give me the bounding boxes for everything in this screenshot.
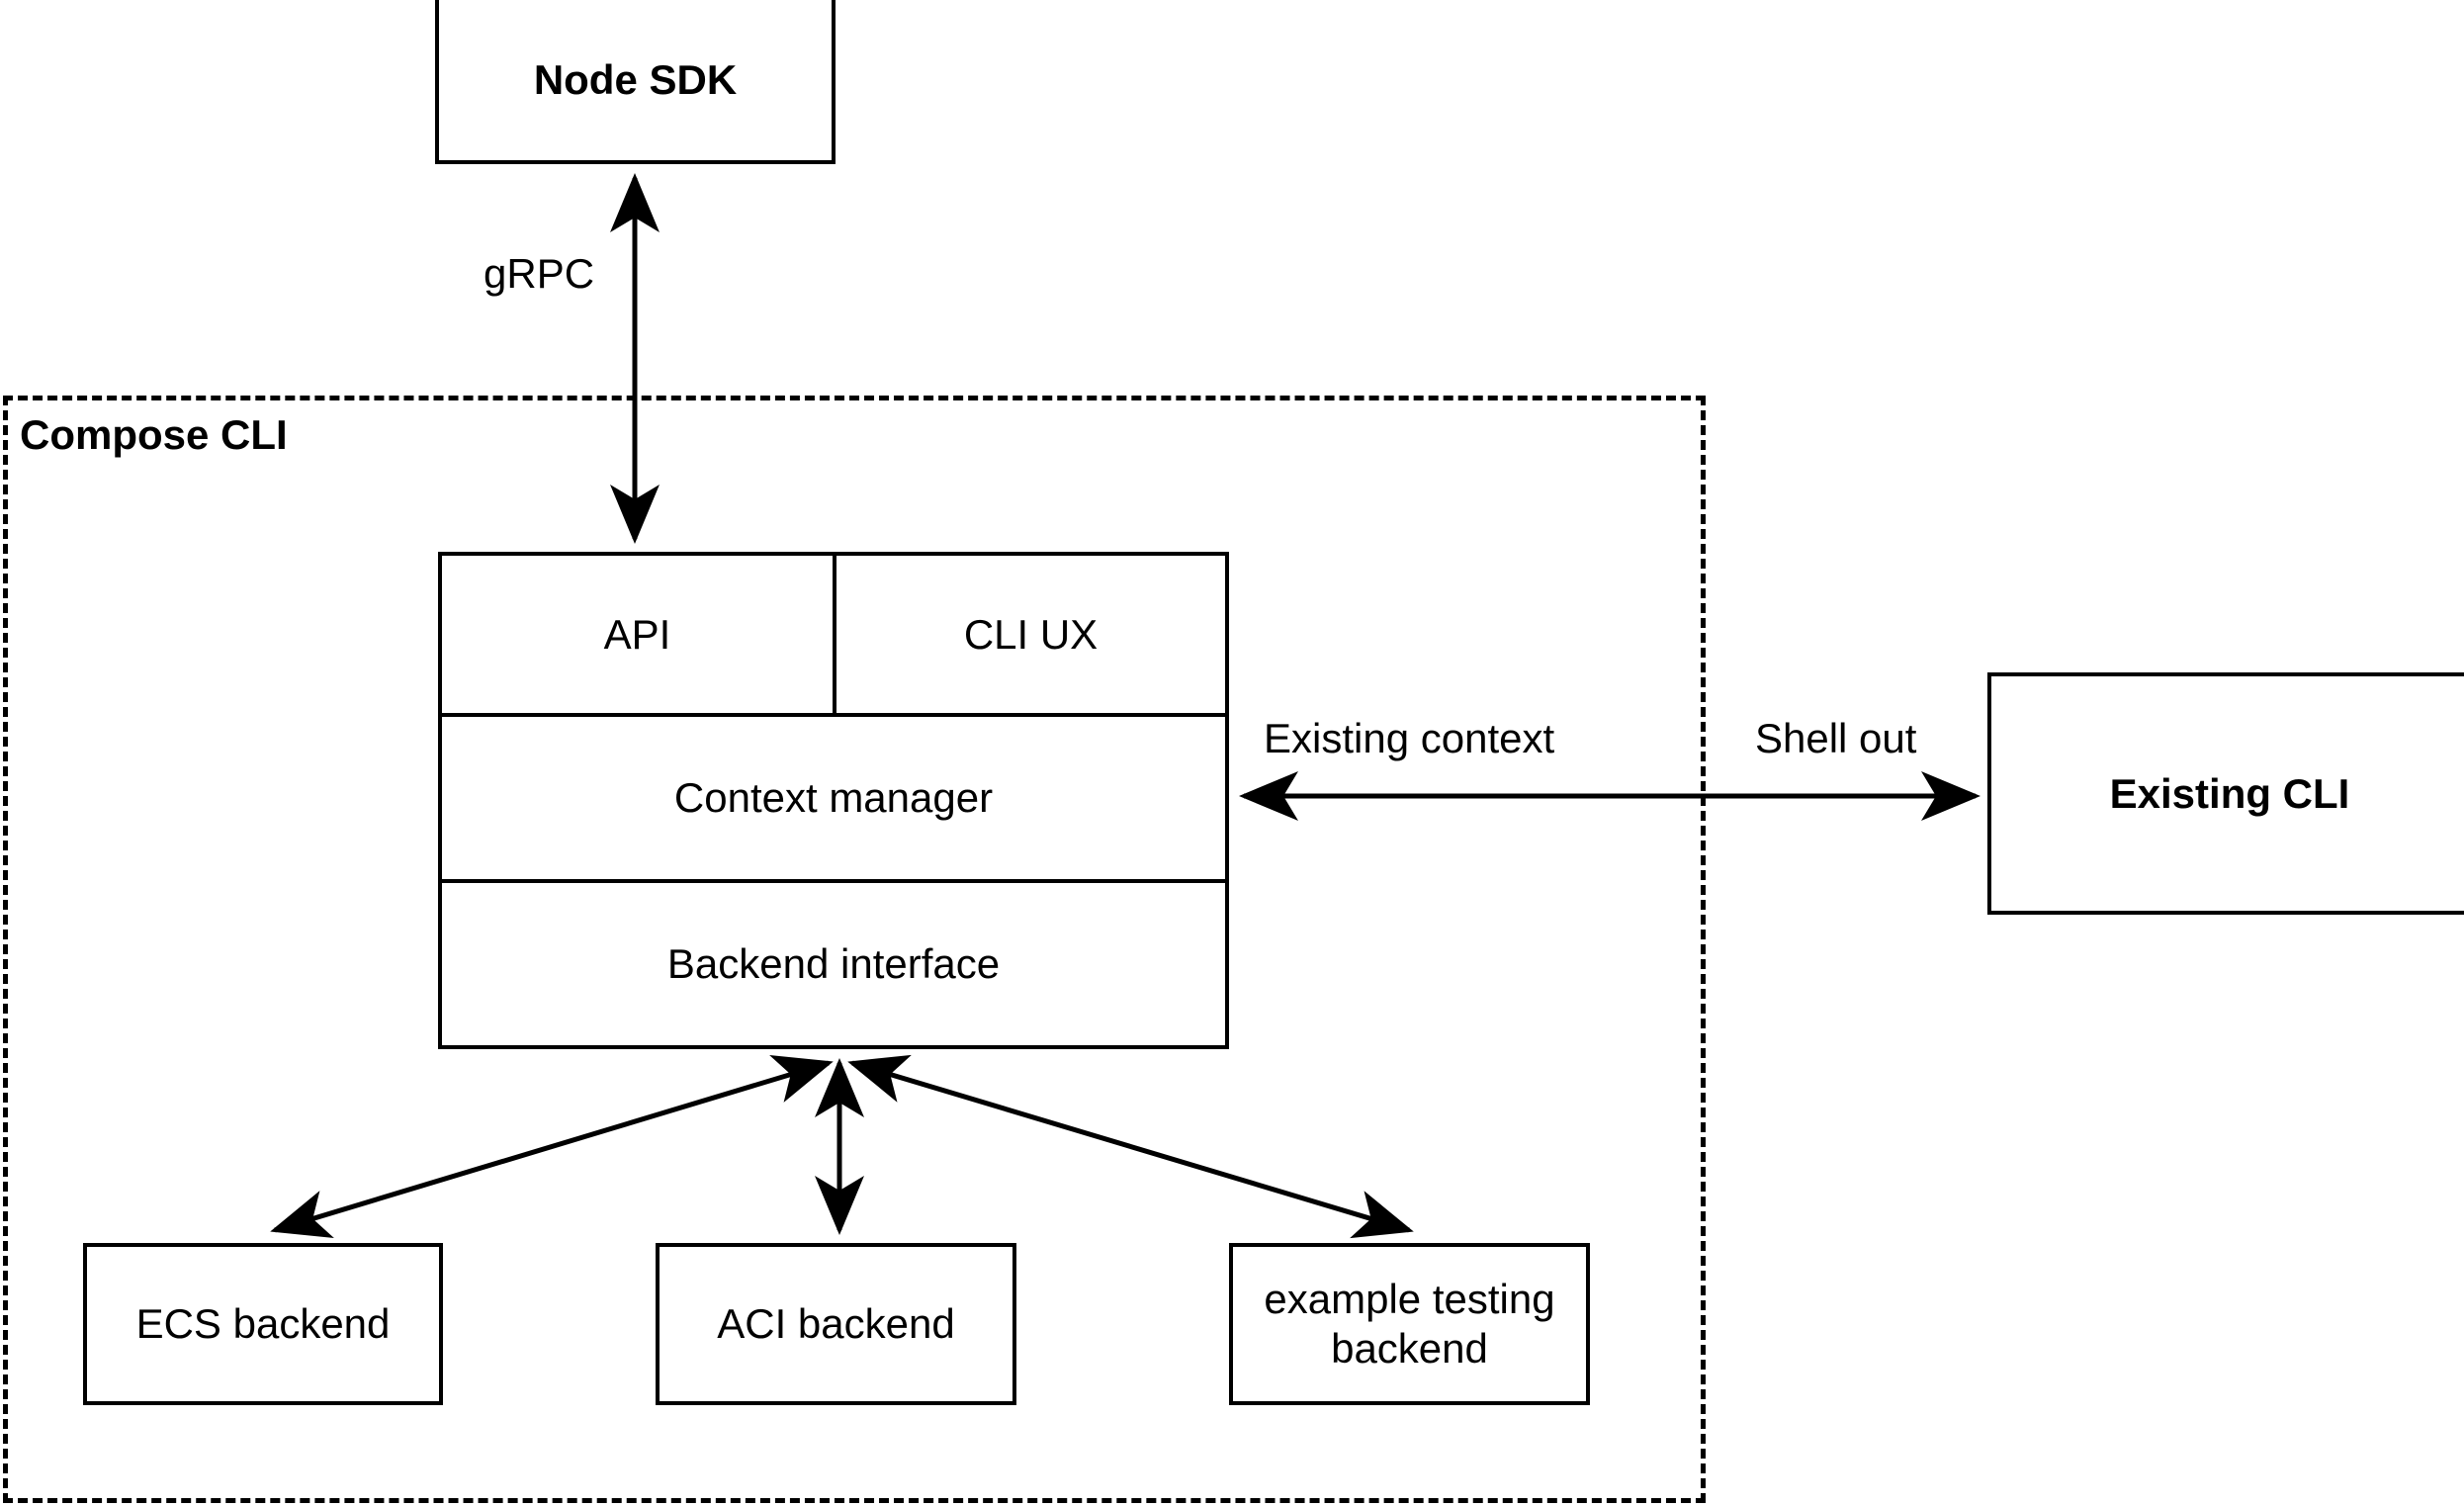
- node-api-label: API: [603, 610, 671, 658]
- node-api[interactable]: API: [442, 556, 833, 713]
- node-existing-cli[interactable]: Existing CLI: [1987, 672, 2464, 915]
- node-context-manager[interactable]: Context manager: [442, 717, 1225, 879]
- node-node-sdk[interactable]: Node SDK: [435, 0, 836, 164]
- core-stack-row-mid: Context manager: [442, 713, 1225, 879]
- edge-label-grpc: gRPC: [484, 250, 595, 297]
- node-aci-backend[interactable]: ACI backend: [656, 1243, 1016, 1405]
- node-example-testing-backend[interactable]: example testing backend: [1229, 1243, 1590, 1405]
- compose-cli-group-label: Compose CLI: [20, 411, 288, 458]
- compose-cli-core-stack: API CLI UX Context manager Backend inter…: [438, 552, 1229, 1049]
- core-stack-row-bot: Backend interface: [442, 879, 1225, 1045]
- node-cli-ux-label: CLI UX: [963, 610, 1099, 658]
- node-node-sdk-label: Node SDK: [533, 56, 738, 104]
- node-existing-cli-label: Existing CLI: [2109, 769, 2350, 817]
- edge-label-shell-out: Shell out: [1755, 715, 1917, 761]
- node-context-manager-label: Context manager: [673, 774, 994, 821]
- node-aci-backend-label: ACI backend: [717, 1300, 955, 1348]
- core-stack-row-top: API CLI UX: [442, 556, 1225, 713]
- node-ecs-backend[interactable]: ECS backend: [83, 1243, 443, 1405]
- compose-cli-group-box: [3, 396, 1706, 1503]
- edge-label-existing-context: Existing context: [1264, 715, 1555, 761]
- node-backend-interface[interactable]: Backend interface: [442, 883, 1225, 1045]
- node-backend-interface-label: Backend interface: [666, 940, 1001, 987]
- node-example-testing-backend-label: example testing backend: [1264, 1276, 1555, 1372]
- node-cli-ux[interactable]: CLI UX: [833, 556, 1225, 713]
- node-ecs-backend-label: ECS backend: [135, 1300, 391, 1348]
